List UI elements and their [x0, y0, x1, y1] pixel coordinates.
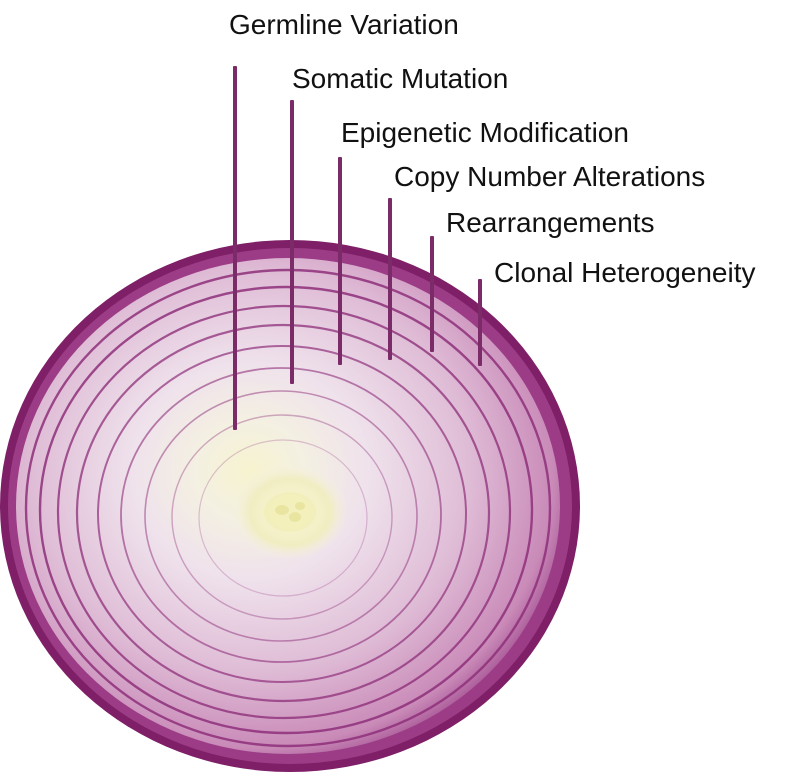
leader-line-copy-number-alterations — [388, 198, 392, 360]
leader-line-epigenetic-modification — [338, 157, 342, 365]
label-clonal-heterogeneity: Clonal Heterogeneity — [494, 257, 756, 289]
label-copy-number-alterations: Copy Number Alterations — [394, 161, 705, 193]
label-somatic-mutation: Somatic Mutation — [292, 63, 508, 95]
leader-line-germline-variation — [233, 66, 237, 430]
leader-line-clonal-heterogeneity — [478, 279, 482, 366]
leader-line-rearrangements — [430, 236, 434, 352]
label-germline-variation: Germline Variation — [229, 9, 459, 41]
label-epigenetic-modification: Epigenetic Modification — [341, 117, 629, 149]
leader-line-somatic-mutation — [290, 100, 294, 384]
label-rearrangements: Rearrangements — [446, 207, 655, 239]
